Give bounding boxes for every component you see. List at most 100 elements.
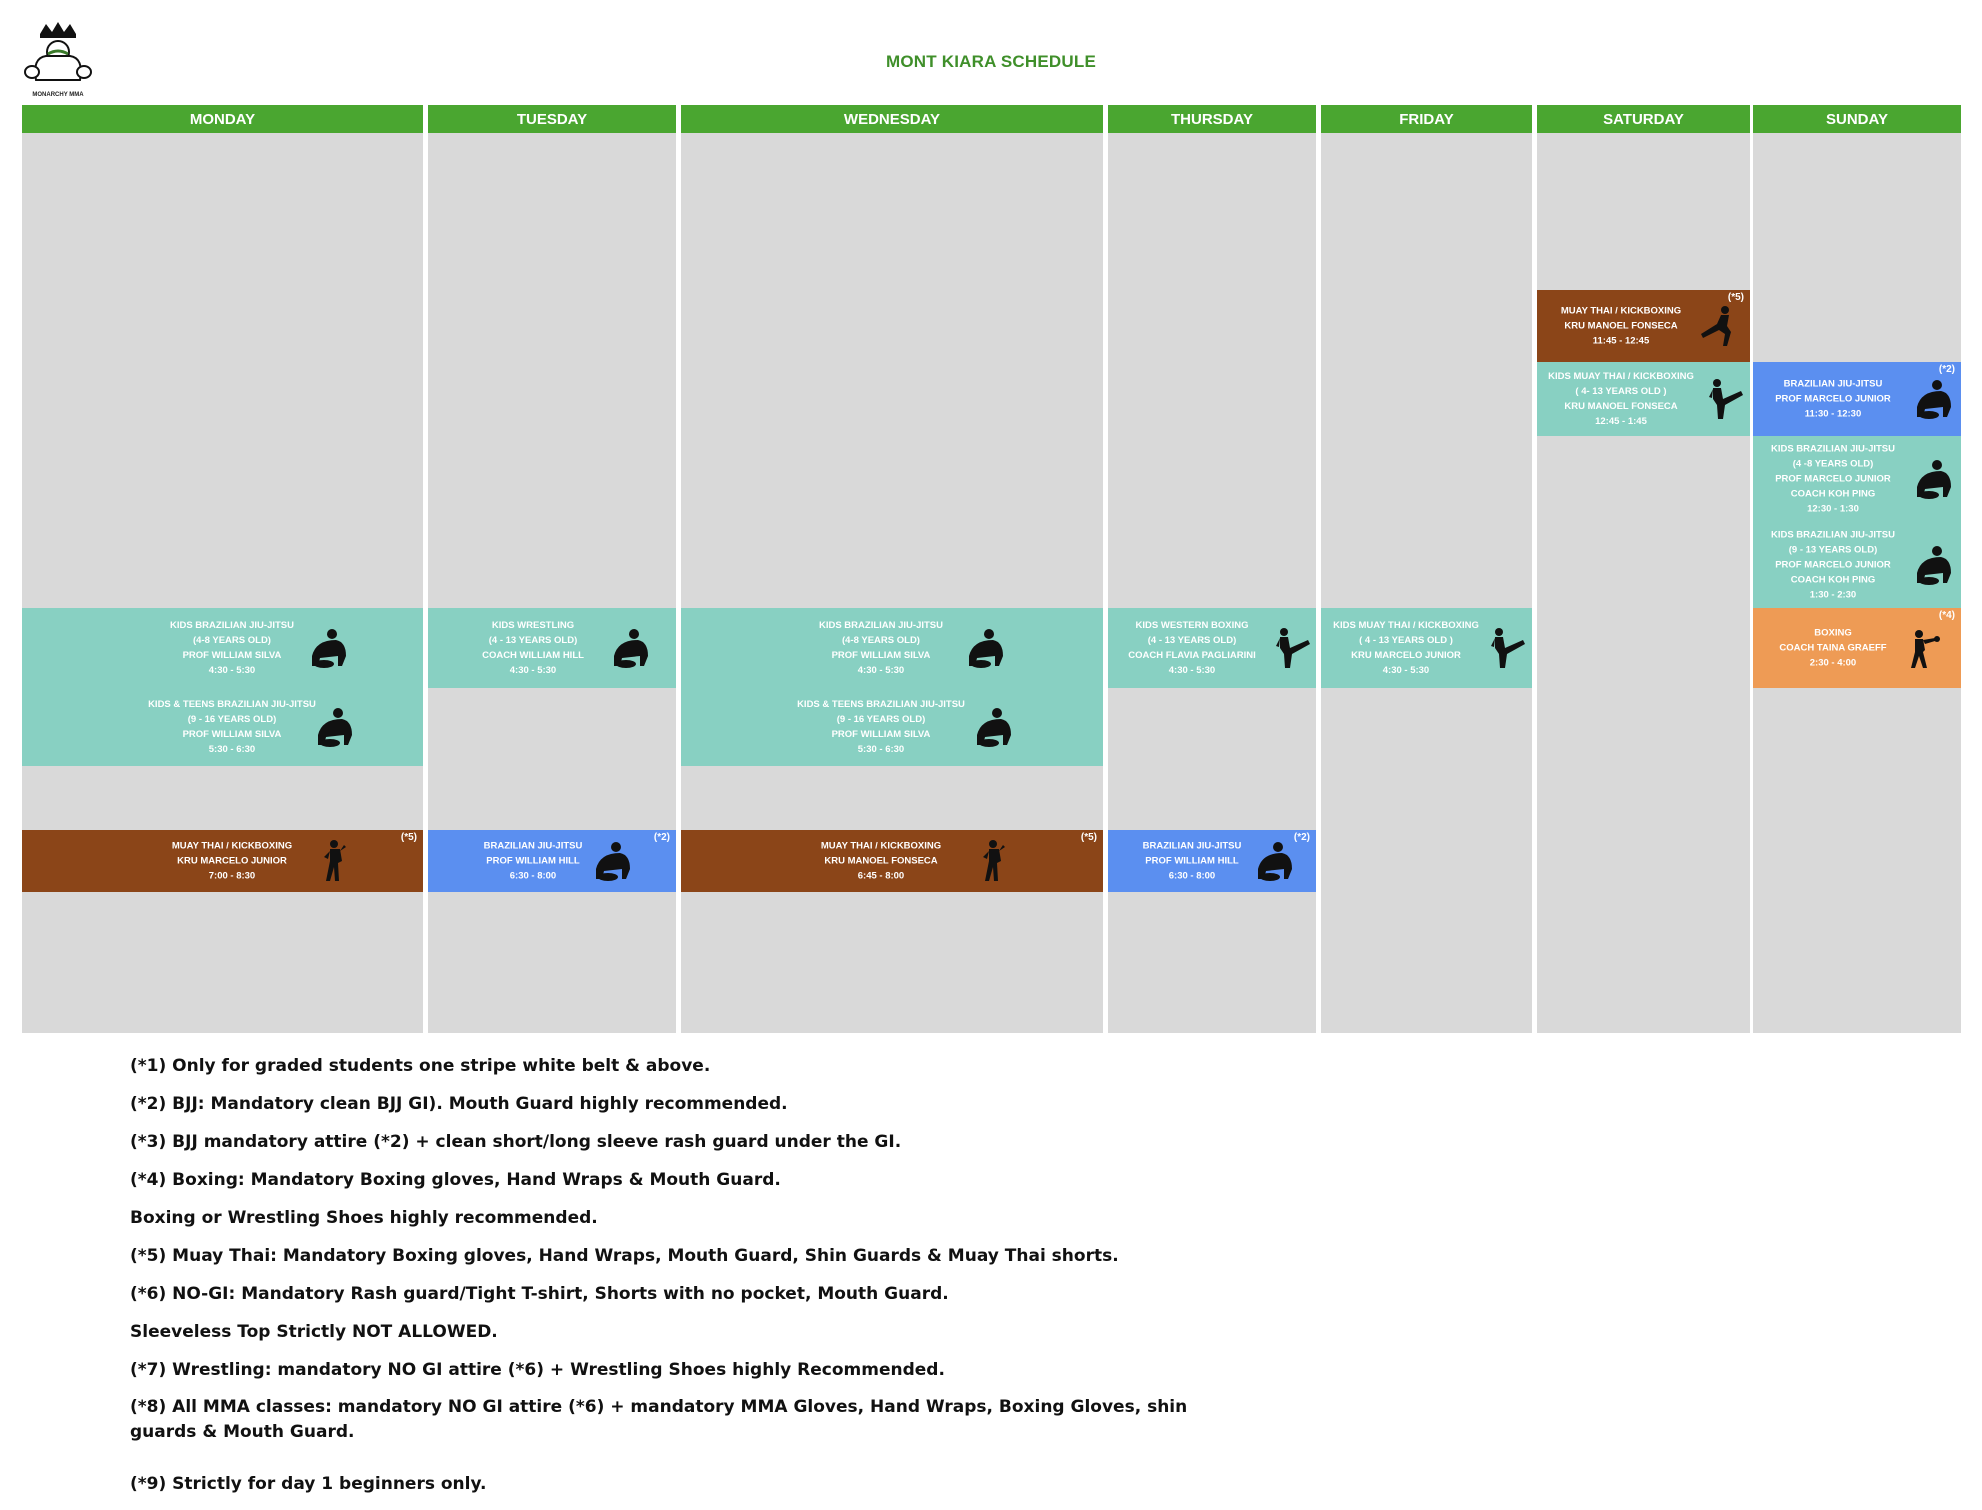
- class-detail: (4-8 YEARS OLD): [842, 635, 920, 646]
- class-cell[interactable]: MUAY THAI / KICKBOXING KRU MANOEL FONSEC…: [1537, 290, 1750, 362]
- class-instructor: PROF WILLIAM HILL: [1145, 855, 1239, 867]
- class-cell[interactable]: KIDS BRAZILIAN JIU-JITSU (4-8 YEARS OLD)…: [22, 608, 423, 688]
- class-instructor: PROF MARCELO JUNIOR: [1775, 473, 1891, 485]
- grappling-icon: [977, 708, 1011, 747]
- class-detail: ( 4 - 13 YEARS OLD ): [1359, 635, 1453, 646]
- class-note: (*2): [653, 832, 670, 843]
- class-name: MUAY THAI / KICKBOXING: [171, 840, 293, 852]
- class-name: KIDS WRESTLING: [491, 620, 575, 631]
- day-header-thursday: THURSDAY: [1108, 105, 1316, 133]
- class-time: 11:45 - 12:45: [1592, 335, 1650, 347]
- class-cell[interactable]: BRAZILIAN JIU-JITSU PROF MARCELO JUNIOR …: [1753, 362, 1961, 436]
- class-cell[interactable]: KIDS BRAZILIAN JIU-JITSU (4-8 YEARS OLD)…: [681, 608, 1103, 688]
- page-title: MONT KIARA SCHEDULE: [886, 52, 1096, 71]
- class-name: KIDS WESTERN BOXING: [1135, 620, 1249, 631]
- column-monday: [22, 133, 423, 1033]
- class-detail: (4 - 13 YEARS OLD): [1147, 635, 1237, 646]
- class-instructor: PROF MARCELO JUNIOR: [1775, 559, 1891, 571]
- note-2: (*2) BJJ: Mandatory clean BJJ GI). Mouth…: [130, 1094, 788, 1114]
- monarchy-mma-logo: MONARCHY MMA: [22, 22, 94, 102]
- class-name: BRAZILIAN JIU-JITSU: [1783, 378, 1883, 390]
- column-wednesday: [681, 133, 1103, 1033]
- class-cell[interactable]: MUAY THAI / KICKBOXING KRU MARCELO JUNIO…: [22, 830, 423, 892]
- class-instructor: KRU MANOEL FONSECA: [824, 855, 938, 867]
- class-cell[interactable]: KIDS & TEENS BRAZILIAN JIU-JITSU (9 - 16…: [681, 688, 1103, 766]
- day-header-tuesday: TUESDAY: [428, 105, 676, 133]
- day-header-saturday: SATURDAY: [1537, 105, 1750, 133]
- class-cell[interactable]: KIDS WRESTLING (4 - 13 YEARS OLD) COACH …: [428, 608, 676, 688]
- class-cell[interactable]: KIDS & TEENS BRAZILIAN JIU-JITSU (9 - 16…: [22, 688, 423, 766]
- column-saturday: [1537, 133, 1750, 1033]
- class-detail: (4-8 YEARS OLD): [193, 635, 271, 646]
- class-name: KIDS & TEENS BRAZILIAN JIU-JITSU: [797, 699, 965, 710]
- class-time: 4:30 - 5:30: [857, 665, 905, 676]
- class-name: KIDS BRAZILIAN JIU-JITSU: [1770, 443, 1896, 455]
- grappling-icon: [1917, 546, 1951, 585]
- class-instructor: PROF WILLIAM SILVA: [831, 650, 931, 661]
- class-note: (*2): [1293, 832, 1310, 843]
- note-3: (*3) BJJ mandatory attire (*2) + clean s…: [130, 1132, 902, 1152]
- note-6: (*6) NO-GI: Mandatory Rash guard/Tight T…: [130, 1284, 949, 1304]
- grappling-icon: [969, 629, 1003, 668]
- class-cell[interactable]: KIDS MUAY THAI / KICKBOXING ( 4- 13 YEAR…: [1537, 362, 1750, 436]
- class-time: 12:30 - 1:30: [1807, 503, 1859, 515]
- note-9: (*9) Strictly for day 1 beginners only.: [130, 1474, 487, 1494]
- class-name: KIDS MUAY THAI / KICKBOXING: [1333, 620, 1479, 631]
- column-thursday: [1108, 133, 1316, 1033]
- class-time: 6:30 - 8:00: [509, 870, 557, 882]
- grappling-icon: [1258, 842, 1292, 881]
- kick-icon: [1491, 628, 1525, 668]
- class-detail: (9 - 16 YEARS OLD): [836, 714, 926, 725]
- class-cell[interactable]: BRAZILIAN JIU-JITSU PROF WILLIAM HILL 6:…: [428, 830, 676, 892]
- class-detail: (4 -8 YEARS OLD): [1792, 458, 1874, 470]
- fighter-icon: [324, 840, 346, 881]
- class-time: 7:00 - 8:30: [208, 870, 256, 882]
- note-7: (*7) Wrestling: mandatory NO GI attire (…: [130, 1360, 945, 1380]
- class-name: BRAZILIAN JIU-JITSU: [483, 840, 583, 852]
- class-name: MUAY THAI / KICKBOXING: [820, 840, 942, 852]
- class-cell[interactable]: MUAY THAI / KICKBOXING KRU MANOEL FONSEC…: [681, 830, 1103, 892]
- class-instructor: COACH FLAVIA PAGLIARINI: [1128, 650, 1256, 661]
- class-instructor: PROF WILLIAM SILVA: [182, 650, 282, 661]
- logo-caption: MONARCHY MMA: [32, 92, 84, 98]
- kick-icon: [1701, 306, 1731, 346]
- class-time: 4:30 - 5:30: [509, 665, 557, 676]
- class-instructor: COACH TAINA GRAEFF: [1779, 642, 1887, 654]
- grappling-icon: [312, 629, 346, 668]
- class-name: KIDS & TEENS BRAZILIAN JIU-JITSU: [148, 699, 316, 710]
- class-time: 5:30 - 6:30: [208, 744, 256, 755]
- class-cell[interactable]: KIDS WESTERN BOXING (4 - 13 YEARS OLD) C…: [1108, 608, 1316, 688]
- class-name: MUAY THAI / KICKBOXING: [1560, 305, 1682, 317]
- note-4: (*4) Boxing: Mandatory Boxing gloves, Ha…: [130, 1170, 781, 1190]
- class-detail: (4 - 13 YEARS OLD): [488, 635, 578, 646]
- class-instructor: KRU MARCELO JUNIOR: [1351, 650, 1461, 661]
- kick-icon: [1276, 628, 1310, 668]
- class-time: 12:45 - 1:45: [1595, 416, 1647, 427]
- class-time: 5:30 - 6:30: [857, 744, 905, 755]
- class-name: KIDS BRAZILIAN JIU-JITSU: [169, 620, 295, 631]
- day-header-friday: FRIDAY: [1321, 105, 1532, 133]
- class-time: 6:30 - 8:00: [1168, 870, 1216, 882]
- class-note: (*5): [400, 832, 417, 843]
- note-8: (*8) All MMA classes: mandatory NO GI at…: [130, 1397, 1188, 1442]
- class-name: BRAZILIAN JIU-JITSU: [1142, 840, 1242, 852]
- class-cell[interactable]: KIDS MUAY THAI / KICKBOXING ( 4 - 13 YEA…: [1321, 608, 1532, 688]
- class-cell[interactable]: BRAZILIAN JIU-JITSU PROF WILLIAM HILL 6:…: [1108, 830, 1316, 892]
- class-cell[interactable]: BOXING COACH TAINA GRAEFF 2:30 - 4:00 (*…: [1753, 608, 1961, 688]
- note-1: (*1) Only for graded students one stripe…: [130, 1056, 711, 1076]
- class-time: 6:45 - 8:00: [857, 870, 905, 882]
- class-instructor: COACH WILLIAM HILL: [482, 650, 584, 661]
- class-cell[interactable]: KIDS BRAZILIAN JIU-JITSU (9 - 13 YEARS O…: [1753, 522, 1961, 608]
- class-time: 1:30 - 2:30: [1809, 589, 1857, 601]
- class-instructor: PROF WILLIAM SILVA: [182, 729, 282, 740]
- class-instructor: KRU MANOEL FONSECA: [1564, 401, 1678, 412]
- class-time: 2:30 - 4:00: [1809, 657, 1857, 669]
- boxer-icon: [1911, 630, 1940, 668]
- day-header-monday: MONDAY: [22, 105, 423, 133]
- class-cell[interactable]: KIDS BRAZILIAN JIU-JITSU (4 -8 YEARS OLD…: [1753, 436, 1961, 522]
- class-name: KIDS BRAZILIAN JIU-JITSU: [1770, 529, 1896, 541]
- class-name: KIDS MUAY THAI / KICKBOXING: [1548, 371, 1694, 382]
- class-instructor: COACH KOH PING: [1790, 488, 1876, 500]
- column-friday: [1321, 133, 1532, 1033]
- kick-icon: [1709, 379, 1743, 419]
